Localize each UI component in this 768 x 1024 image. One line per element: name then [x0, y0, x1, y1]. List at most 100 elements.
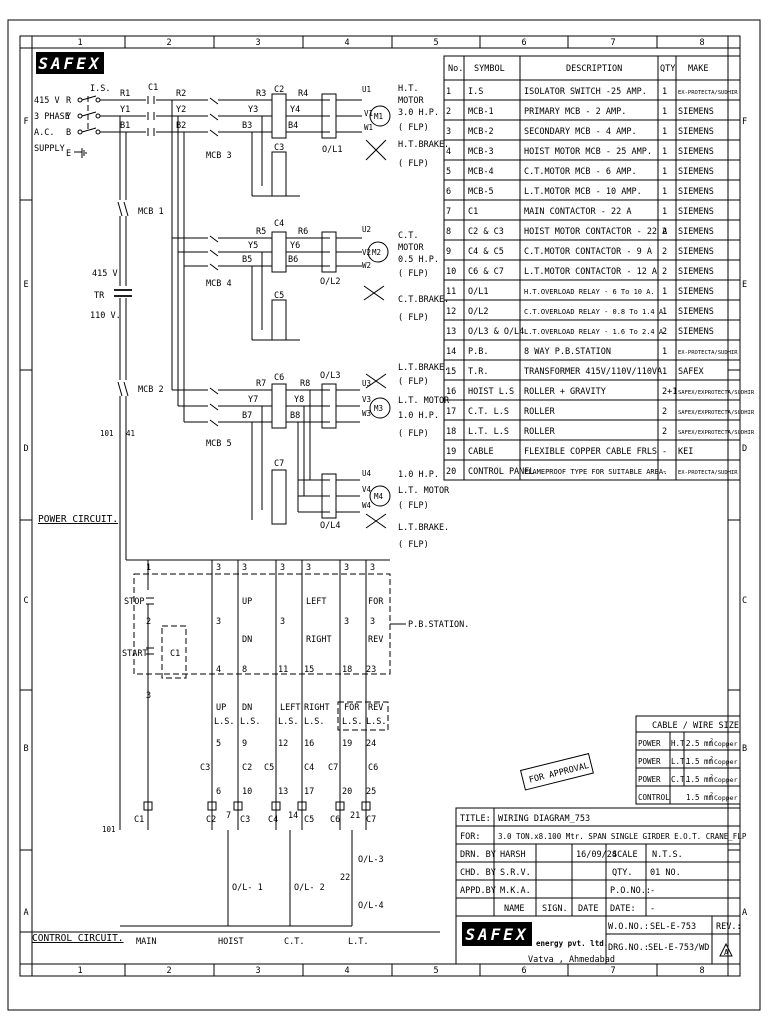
bom-cell: 1: [662, 107, 667, 117]
wire-number: 8: [242, 665, 247, 675]
bom-cell: T.R.: [468, 367, 488, 377]
pb-label: FOR: [368, 597, 384, 607]
col-label: 7: [610, 38, 615, 48]
bom-cell: L.T.MOTOR CONTACTOR - 12 A: [524, 267, 657, 277]
safex-logo-small: [462, 922, 532, 946]
row-label: D: [23, 444, 28, 454]
row-label: E: [23, 280, 28, 290]
wire-number: 25: [366, 787, 376, 797]
motor-terminal: W3: [362, 409, 371, 418]
col-label: 4: [344, 38, 349, 48]
ls-tag: LEFT: [280, 703, 300, 713]
wire-number: 13: [278, 787, 288, 797]
motor-desc: H.T.BRAKE.: [398, 140, 449, 150]
bom-cell: PRIMARY MCB - 2 AMP.: [524, 107, 626, 117]
pb-label: UP: [242, 597, 252, 607]
contactor-label: C3: [274, 143, 284, 153]
bom-cell: 2: [662, 327, 667, 337]
wire-number: 17: [304, 787, 314, 797]
bom-cell: 20: [446, 467, 456, 477]
wire-number: 3: [216, 617, 221, 627]
motor-desc: L.T. MOTOR: [398, 486, 450, 496]
hoist-branch: MCB 3 R3 Y3 B3 C2 C3 R4 Y4 B4 O/L1 U1 V1…: [206, 84, 449, 197]
motor-terminal: W1: [364, 123, 373, 132]
cable-size-sup: 2: [710, 756, 713, 762]
bom-cell: 8: [446, 227, 451, 237]
supply-block: 415 V 3 PHASE A.C. SUPPLY R Y B E I.S.: [34, 84, 110, 159]
col-label: 3: [255, 38, 260, 48]
col-label: 5: [433, 38, 438, 48]
cable-material: Copper: [714, 740, 738, 748]
cable-size: 1.5 mm: [686, 757, 714, 766]
bom-cell: ROLLER: [524, 427, 556, 437]
node-label: B7: [242, 411, 252, 421]
row-label: A: [23, 908, 28, 918]
bom-cell: FLEXIBLE COPPER CABLE FRLS: [524, 447, 657, 457]
bom-cell: SIEMENS: [678, 187, 714, 197]
wire-number: 3: [280, 617, 285, 627]
cable-size: 2.5 mm: [686, 739, 714, 748]
cable-circuit: H.T.: [671, 739, 689, 748]
bom-cell: 12: [446, 307, 456, 317]
node-label: R6: [298, 227, 308, 237]
bom-cell: MAIN CONTACTOR - 22 A: [524, 207, 631, 217]
bom-cell: 14: [446, 347, 456, 357]
cable-size-sup: 2: [710, 792, 713, 798]
row-label: F: [742, 117, 747, 127]
tb-rev-value: A: [724, 948, 729, 957]
tb-value: -: [650, 904, 655, 914]
motor-desc: ( FLP): [398, 269, 429, 279]
row-label: B: [23, 744, 28, 754]
bom-cell: CABLE: [468, 447, 494, 457]
bom-cell: SAFEX/EXPROTECTA/SUDHIR: [678, 390, 755, 396]
motor-desc: ( FLP): [398, 159, 429, 169]
node-label: Y2: [176, 105, 186, 115]
phase-label: Y: [66, 112, 71, 122]
ls-label: L.S.: [342, 717, 362, 727]
wire-number: 20: [342, 787, 352, 797]
motor-desc: ( FLP): [398, 313, 429, 323]
bom-cell: MCB-3: [468, 147, 494, 157]
contactor-label: C7: [274, 459, 284, 469]
motor-m2-icon: [367, 241, 389, 263]
company-city: Vatva , Ahmedabad: [528, 955, 615, 965]
row-label: B: [742, 744, 747, 754]
bom-cell: C1: [468, 207, 478, 217]
tb-label: DRG.NO.:: [608, 943, 649, 953]
bom-header: MAKE: [688, 64, 708, 74]
ls-label: L.S.: [240, 717, 260, 727]
wire-number: 19: [342, 739, 352, 749]
bom-cell: C2 & C3: [468, 227, 504, 237]
wire-number: 41: [126, 429, 135, 438]
bom-cell: MCB-2: [468, 127, 494, 137]
col-label: 1: [77, 966, 82, 976]
bom-cell: HOIST MOTOR MCB - 25 AMP.: [524, 147, 652, 157]
interlock-label: C5: [264, 763, 274, 773]
node-label: Y3: [248, 105, 258, 115]
bom-cell: O/L1: [468, 287, 488, 297]
cable-material: Copper: [714, 776, 738, 784]
bom-cell: CONTROL PANEL: [468, 467, 535, 477]
motor-terminal: W4: [362, 501, 372, 510]
cable-type: POWER: [638, 739, 661, 748]
col-label: 6: [521, 38, 526, 48]
mcb-label: MCB 1: [138, 207, 164, 217]
wire-number: 3: [306, 563, 311, 573]
cable-type: CONTROL: [638, 793, 670, 802]
bom-cell: 2: [446, 107, 451, 117]
bom-cell: 1: [662, 287, 667, 297]
ls-tag: REV: [368, 703, 383, 713]
wire-number: 16: [304, 739, 314, 749]
bom-cell: SIEMENS: [678, 127, 714, 137]
contactor-label: C4: [274, 219, 284, 229]
wire-number: 5: [216, 739, 221, 749]
bom-cell: 2+1: [662, 387, 677, 397]
bom-cell: 3: [446, 127, 451, 137]
mcb-label: MCB 5: [206, 439, 232, 449]
bom-header: DESCRIPTION: [566, 64, 622, 74]
bom-cell: O/L2: [468, 307, 488, 317]
bom-cell: SIEMENS: [678, 267, 714, 277]
col-label: 2: [166, 966, 171, 976]
wire-number: 3: [344, 617, 349, 627]
